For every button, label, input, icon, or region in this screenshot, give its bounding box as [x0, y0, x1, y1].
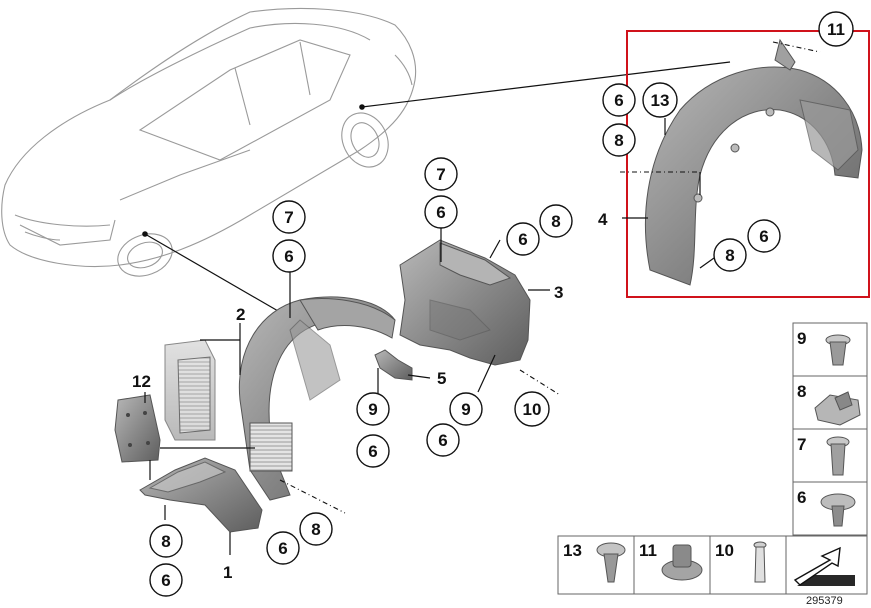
legend-label-11: 11 — [639, 541, 657, 560]
cover-plate — [114, 394, 161, 463]
callout-6-inner-c: 6 — [426, 423, 460, 457]
reference-code: 295379 — [806, 595, 843, 607]
callouts: 7 6 7 6 8 6 9 6 9 6 10 8 6 8 6 6 13 8 11… — [149, 11, 854, 597]
svg-text:11: 11 — [827, 20, 845, 39]
callout-6-rear: 6 — [602, 83, 636, 117]
callout-11-rear: 11 — [818, 11, 854, 47]
callout-6-deflector: 6 — [149, 563, 183, 597]
svg-text:8: 8 — [161, 532, 170, 551]
liner-vent-grille — [249, 422, 293, 472]
svg-text:6: 6 — [284, 247, 293, 266]
svg-text:13: 13 — [651, 91, 670, 110]
lower-deflector — [139, 457, 263, 533]
fastener-10-image — [753, 541, 767, 583]
callout-6-bracket: 6 — [356, 434, 390, 468]
svg-text:6: 6 — [438, 431, 447, 450]
part-number-1: 1 — [223, 563, 232, 582]
callout-6-lower: 6 — [266, 531, 300, 565]
svg-text:6: 6 — [368, 442, 377, 461]
svg-text:6: 6 — [518, 230, 527, 249]
fastener-8-image — [814, 391, 861, 426]
svg-text:9: 9 — [368, 400, 377, 419]
fastener-13-image — [596, 542, 626, 583]
legend-label-7: 7 — [797, 435, 806, 454]
leader-lines — [144, 41, 821, 555]
front-leader-line — [144, 233, 286, 316]
fastener-7-image — [826, 436, 850, 476]
part-numbers: 2 12 1 3 5 4 — [132, 210, 608, 582]
legend-label-13: 13 — [563, 541, 582, 560]
fastener-11-image — [661, 544, 703, 581]
legend-label-9: 9 — [797, 329, 806, 348]
air-duct — [164, 339, 216, 441]
callout-9-inner: 9 — [449, 392, 483, 426]
svg-text:6: 6 — [436, 203, 445, 222]
svg-text:8: 8 — [311, 520, 320, 539]
callout-6-inner-b: 6 — [506, 222, 540, 256]
legend-label-6: 6 — [797, 488, 806, 507]
callout-7-inner: 7 — [424, 157, 458, 191]
part-number-4: 4 — [598, 210, 608, 229]
svg-text:8: 8 — [725, 246, 734, 265]
fastener-legend-bottom: 13 11 10 — [557, 535, 868, 595]
part-number-5: 5 — [437, 369, 446, 388]
legend-label-8: 8 — [797, 382, 806, 401]
bracket — [374, 349, 413, 381]
callout-9-bracket: 9 — [356, 392, 390, 426]
callout-6-inner: 6 — [424, 195, 458, 229]
svg-text:8: 8 — [551, 212, 560, 231]
callout-8-inner: 8 — [539, 204, 573, 238]
part-number-3: 3 — [554, 283, 563, 302]
svg-text:6: 6 — [278, 539, 287, 558]
highlight-frame — [626, 30, 870, 298]
car-outline — [1, 7, 731, 316]
callout-8-rear-b: 8 — [713, 238, 747, 272]
callout-8-lower: 8 — [299, 512, 333, 546]
rear-leader-line — [361, 61, 731, 108]
svg-text:10: 10 — [523, 400, 542, 419]
callout-8-deflector: 8 — [149, 524, 183, 558]
svg-text:6: 6 — [759, 227, 768, 246]
svg-text:7: 7 — [284, 208, 293, 227]
fastener-6-image — [820, 493, 856, 527]
part-number-12: 12 — [132, 372, 151, 391]
svg-text:8: 8 — [614, 131, 623, 150]
arrow-symbol-icon — [793, 546, 855, 586]
fastener-9-image — [825, 334, 851, 366]
svg-text:6: 6 — [161, 571, 170, 590]
svg-text:9: 9 — [461, 400, 470, 419]
svg-text:6: 6 — [614, 91, 623, 110]
callout-8-rear: 8 — [602, 123, 636, 157]
legend-label-10: 10 — [715, 541, 734, 560]
fastener-legend-right: 9 8 7 6 — [792, 322, 868, 536]
callout-10: 10 — [514, 391, 550, 427]
svg-text:7: 7 — [436, 165, 445, 184]
part-number-2: 2 — [236, 305, 245, 324]
callout-7-front: 7 — [272, 200, 306, 234]
front-wheel-arch-liner — [238, 296, 396, 501]
callout-13-rear: 13 — [642, 82, 678, 118]
callout-6-front: 6 — [272, 239, 306, 273]
inner-liner — [399, 239, 531, 366]
callout-6-rear-b: 6 — [747, 219, 781, 253]
